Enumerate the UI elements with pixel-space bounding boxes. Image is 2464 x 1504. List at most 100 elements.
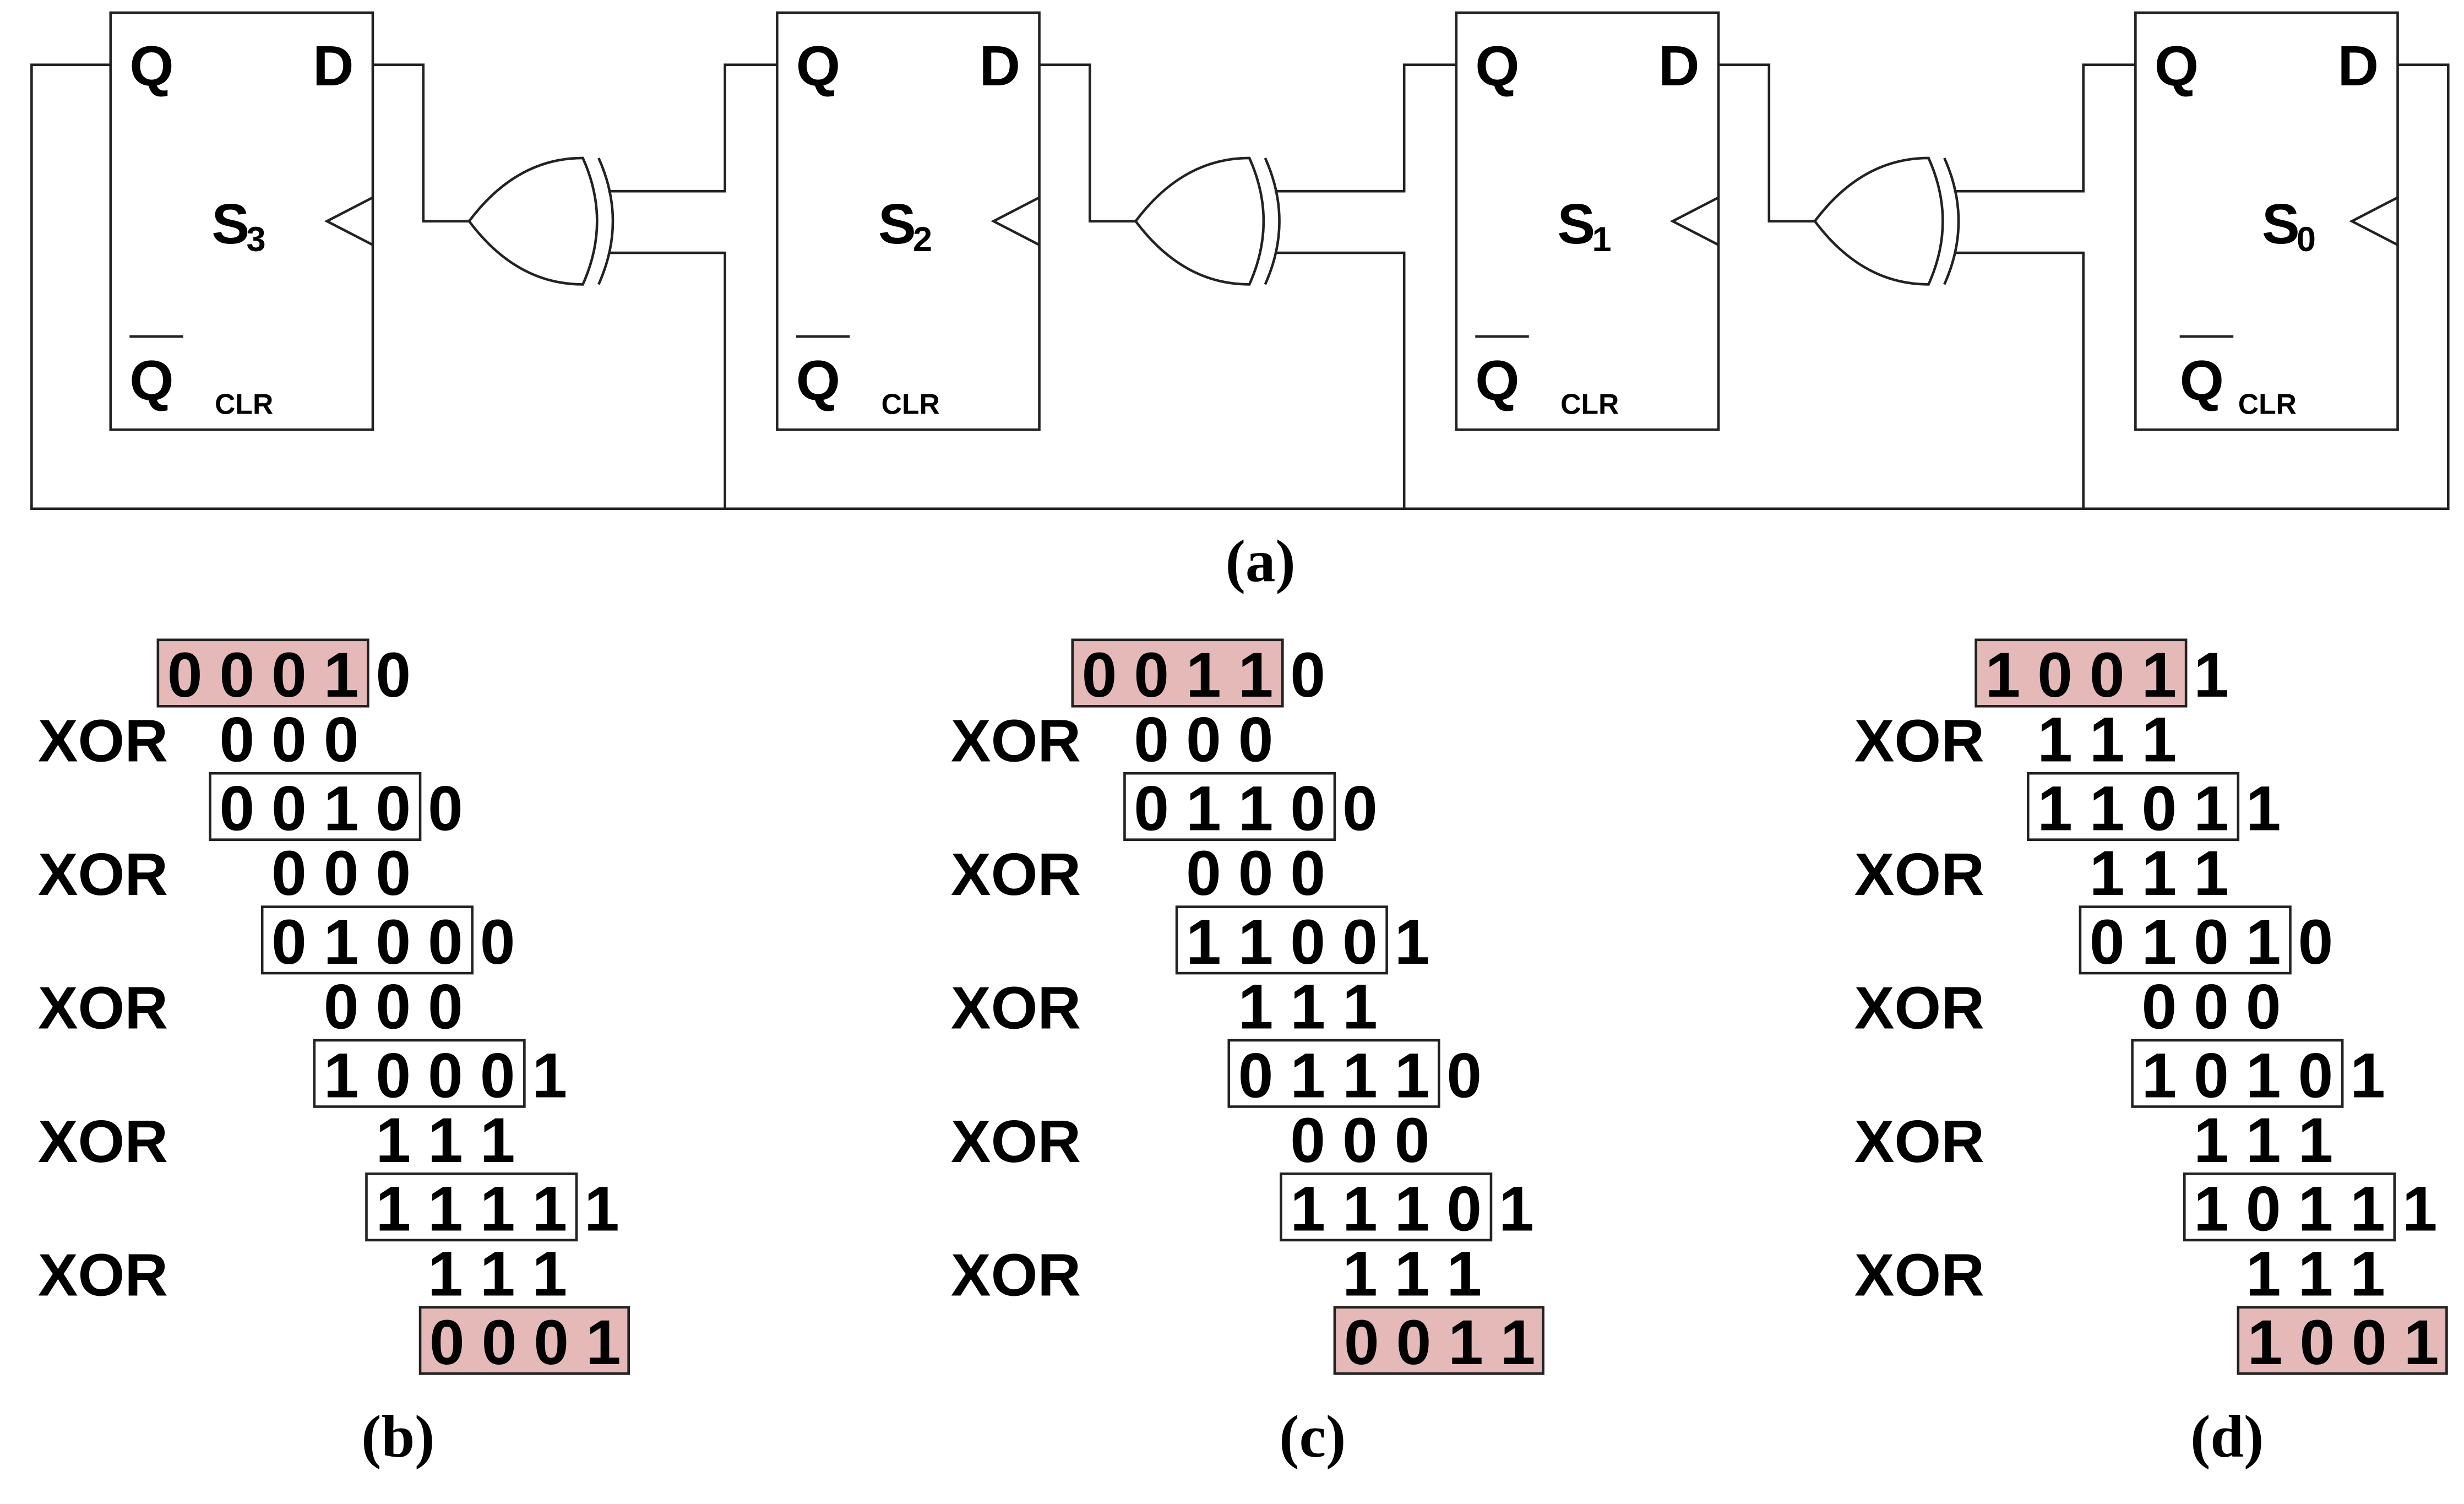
d-input-label: D: [1658, 34, 1700, 97]
state-digit: 1: [1342, 1174, 1378, 1245]
xor-digit: 0: [2194, 972, 2229, 1043]
xor-gate-3: [1718, 63, 2136, 509]
state-digit: 0: [2194, 1040, 2229, 1111]
state-subscript: 2: [913, 220, 932, 259]
state-subscript: 0: [2297, 220, 2316, 259]
state-digit: 0: [2090, 907, 2125, 978]
clock-input-icon: [324, 196, 374, 246]
xor-digit: 1: [1395, 1239, 1430, 1309]
xor-label: XOR: [38, 1241, 168, 1308]
xor-gate-back-curve: [597, 157, 614, 285]
output-bit: 1: [532, 1040, 567, 1111]
xor-digit: 0: [1290, 838, 1325, 909]
state-digit: 0: [271, 640, 307, 710]
state-box: [2183, 1172, 2396, 1242]
output-bit: 1: [2246, 773, 2281, 844]
xor-label: XOR: [951, 1241, 1081, 1308]
xor-digit: 0: [2141, 972, 2177, 1043]
wire: [1274, 63, 1456, 193]
final-state-digit: 0: [534, 1307, 569, 1378]
output-bit: 1: [1499, 1174, 1534, 1245]
state-digit: 0: [1134, 640, 1169, 710]
output-bit: 1: [1395, 907, 1430, 978]
xor-label: XOR: [951, 975, 1081, 1042]
xor-label: XOR: [951, 708, 1081, 775]
state-digit: 1: [1238, 773, 1274, 844]
q-output-label: Q: [796, 34, 840, 97]
xor-label: XOR: [1854, 708, 1984, 775]
state-digit: 0: [1082, 640, 1117, 710]
state-label: S: [2262, 192, 2300, 256]
final-state-digit: 0: [2352, 1307, 2387, 1378]
state-box: [313, 1039, 526, 1108]
xor-label: XOR: [38, 975, 168, 1042]
state-digit: 1: [480, 1174, 515, 1245]
state-subscript: 3: [247, 220, 266, 259]
state-digit: 1: [2194, 773, 2229, 844]
q-output-label: Q: [1475, 34, 1519, 97]
qbar-output-label: Q: [2180, 349, 2224, 412]
wire: [1954, 251, 2085, 509]
wire: [608, 63, 777, 193]
state-digit: 0: [428, 1040, 463, 1111]
state-box: [1227, 1039, 1440, 1108]
state-digit: 0: [167, 640, 203, 710]
xor-gate-1: [372, 63, 777, 509]
state-digit: 1: [1342, 1040, 1378, 1111]
final-state-digit: 1: [1500, 1307, 1536, 1378]
state-digit: 1: [2090, 773, 2125, 844]
wire: [1039, 63, 1136, 222]
state-digit: 1: [324, 640, 359, 710]
xor-digit: 1: [2037, 705, 2073, 775]
state-box: [260, 905, 474, 975]
state-box: [209, 772, 422, 841]
qbar-output-label: Q: [796, 349, 840, 412]
state-digit: 0: [1290, 773, 1325, 844]
state-digit: 0: [2298, 1040, 2333, 1111]
clr-label: CLR: [882, 388, 940, 420]
initial-state-box: [156, 638, 369, 708]
output-bit: 1: [2402, 1174, 2438, 1245]
xor-label: XOR: [38, 708, 168, 775]
xor-digit: 0: [1238, 705, 1274, 775]
state-box: [1280, 1172, 1493, 1242]
xor-digit: 1: [532, 1239, 567, 1309]
xor-digit: 1: [2298, 1239, 2333, 1309]
output-bit: 0: [480, 907, 515, 978]
xor-digit: 1: [428, 1105, 463, 1176]
clr-label: CLR: [215, 388, 273, 420]
state-digit: 1: [1395, 1174, 1430, 1245]
clock-input-icon: [1669, 196, 1720, 246]
state-digit: 0: [219, 640, 254, 710]
xor-digit: 1: [1342, 1239, 1378, 1309]
state-digit: 0: [376, 773, 411, 844]
state-digit: 1: [2141, 640, 2177, 710]
xor-digit: 1: [480, 1105, 515, 1176]
output-bit: 1: [584, 1174, 619, 1245]
state-digit: 1: [2141, 1040, 2177, 1111]
xor-label: XOR: [38, 1108, 168, 1175]
state-digit: 1: [1186, 640, 1221, 710]
state-digit: 0: [428, 907, 463, 978]
xor-digit: 1: [480, 1239, 515, 1309]
state-digit: 0: [2090, 640, 2125, 710]
clr-label: CLR: [1560, 388, 1619, 420]
xor-digit: 1: [1342, 972, 1378, 1043]
xor-gate-back-curve: [1943, 157, 1960, 285]
state-digit: 1: [324, 773, 359, 844]
final-state-digit: 0: [482, 1307, 517, 1378]
xor-digit: 1: [2141, 838, 2177, 909]
xor-label: XOR: [1854, 975, 1984, 1042]
state-digit: 1: [324, 907, 359, 978]
xor-digit: 1: [2350, 1239, 2385, 1309]
xor-digit: 0: [324, 838, 359, 909]
state-digit: 0: [2141, 773, 2177, 844]
state-box: [2026, 772, 2240, 841]
feedback-wire: [30, 63, 2450, 511]
xor-label: XOR: [1854, 841, 1984, 908]
state-digit: 0: [2037, 640, 2073, 710]
state-digit: 0: [271, 773, 307, 844]
